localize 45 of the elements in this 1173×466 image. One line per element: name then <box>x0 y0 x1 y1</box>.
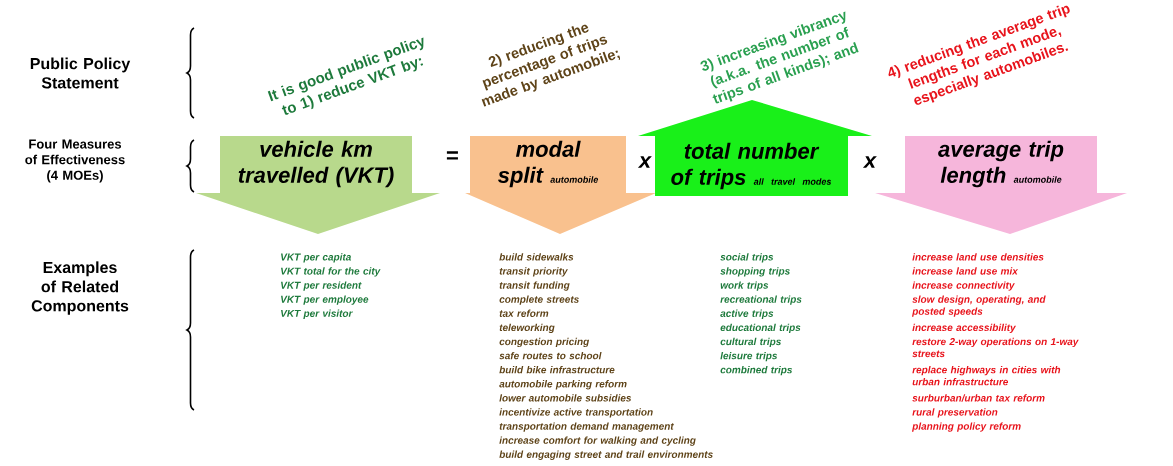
list-item: VKT per resident <box>281 281 362 291</box>
list-item: VKT per employee <box>281 295 369 305</box>
list-item: surburban/urban tax reform <box>912 394 1045 402</box>
list-item: build engaging street and trail environments <box>499 450 713 460</box>
list-item: VKT per visitor <box>281 309 353 319</box>
list-item: build bike infrastructure <box>499 366 615 374</box>
list-item: automobile parking reform <box>499 380 627 390</box>
list-item: incentivize active transportation <box>499 408 653 418</box>
list-item: VKT per capita <box>281 253 352 263</box>
list-item: rural preservation <box>912 408 998 418</box>
list-item: tax reform <box>499 309 549 317</box>
list-item: planning policy reform <box>912 422 1021 432</box>
list-item: cultural trips <box>720 337 781 348</box>
list-item: active trips <box>720 309 774 319</box>
list-item: increase land use densities <box>912 253 1044 261</box>
list-item: educational trips <box>720 323 801 333</box>
list-item: lower automobile subsidies <box>499 394 632 402</box>
row-heading: Four Measures of Effectiveness (4 MOEs) <box>25 139 125 183</box>
row-heading: Examples of Related Components <box>31 261 129 315</box>
list-item: shopping trips <box>720 267 790 277</box>
list-item: VKT total for the city <box>281 267 381 277</box>
list-item: complete streets <box>499 295 579 305</box>
list-item: work trips <box>720 281 769 291</box>
list-item: increase comfort for walking and cycling <box>499 436 696 446</box>
list-item: transportation demand management <box>499 422 674 432</box>
operator: = <box>446 151 458 160</box>
list-item: recreational trips <box>720 295 802 305</box>
measure-box: vehicle km travelled (VKT) <box>196 136 440 234</box>
list-item: leisure trips <box>720 351 778 362</box>
list-item: combined trips <box>720 366 793 376</box>
policy-statement: It is good public policy to 1) reduce VKT by: <box>267 37 424 115</box>
list-item: slow design, operating, and posted speeds <box>912 295 1046 317</box>
list-item: transit priority <box>499 267 568 277</box>
list-item: increase connectivity <box>912 281 1015 291</box>
list-item: increase land use mix <box>912 267 1019 275</box>
list-item: transit funding <box>499 281 570 291</box>
list-item: safe routes to school <box>499 351 602 360</box>
row-heading: Public Policy Statement <box>30 57 131 89</box>
list-item: congestion pricing <box>499 337 590 348</box>
list-item: increase accessibility <box>912 323 1016 333</box>
list-item: teleworking <box>499 323 555 333</box>
list-item: social trips <box>720 253 774 263</box>
list-item: build sidewalks <box>499 253 574 261</box>
list-item: replace highways in cities with urban infrastructure <box>912 366 1061 386</box>
operator: x <box>637 156 652 168</box>
